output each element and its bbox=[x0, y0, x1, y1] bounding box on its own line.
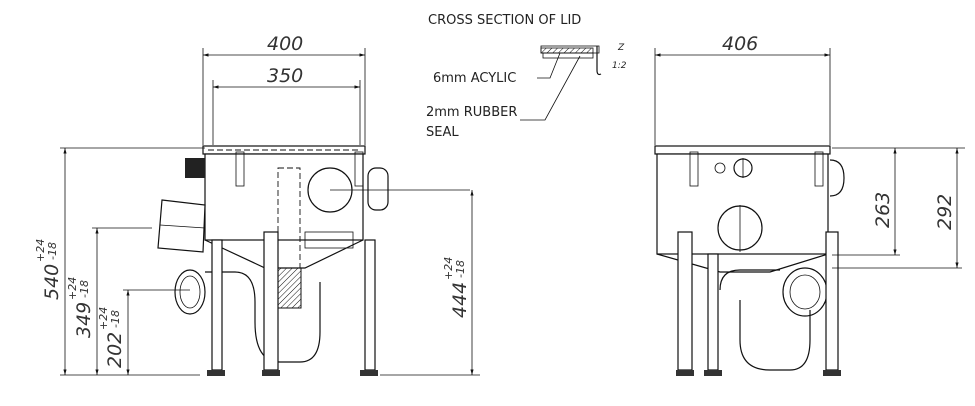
detail-scale: 1:2 bbox=[612, 61, 627, 71]
dim-width-406: 406 bbox=[722, 33, 758, 55]
tol-plus-349: +24 bbox=[66, 277, 79, 300]
dim-height-444: 444 bbox=[449, 282, 471, 318]
seal-label: SEAL bbox=[426, 125, 459, 140]
detail-mark: Z bbox=[617, 43, 625, 53]
drawing-title: CROSS SECTION OF LID bbox=[428, 13, 581, 28]
front-view: 400 350 bbox=[34, 33, 480, 376]
acrylic-label: 6mm ACYLIC bbox=[433, 71, 516, 86]
dim-width-400: 400 bbox=[267, 33, 303, 55]
lid-cross-section: Z 1:2 6mm ACYLIC 2mm RUBBER SEAL bbox=[426, 43, 627, 140]
side-view: 406 263 292 bbox=[654, 33, 965, 376]
tol-plus-540: +24 bbox=[34, 239, 47, 262]
tol-minus-349: -18 bbox=[78, 280, 91, 298]
dim-width-350: 350 bbox=[267, 65, 303, 87]
rubber-label: 2mm RUBBER bbox=[426, 105, 517, 120]
tol-minus-202: -18 bbox=[109, 310, 122, 328]
dim-height-540: 540 bbox=[41, 264, 63, 300]
dim-height-202: 202 bbox=[104, 332, 126, 368]
dim-height-263: 263 bbox=[872, 192, 894, 228]
tol-plus-202: +24 bbox=[97, 307, 110, 330]
tol-plus-444: +24 bbox=[442, 257, 455, 280]
dim-height-349: 349 bbox=[73, 302, 95, 338]
tol-minus-540: -18 bbox=[46, 242, 59, 260]
tol-minus-444: -18 bbox=[454, 260, 467, 278]
dim-height-292: 292 bbox=[934, 194, 956, 230]
